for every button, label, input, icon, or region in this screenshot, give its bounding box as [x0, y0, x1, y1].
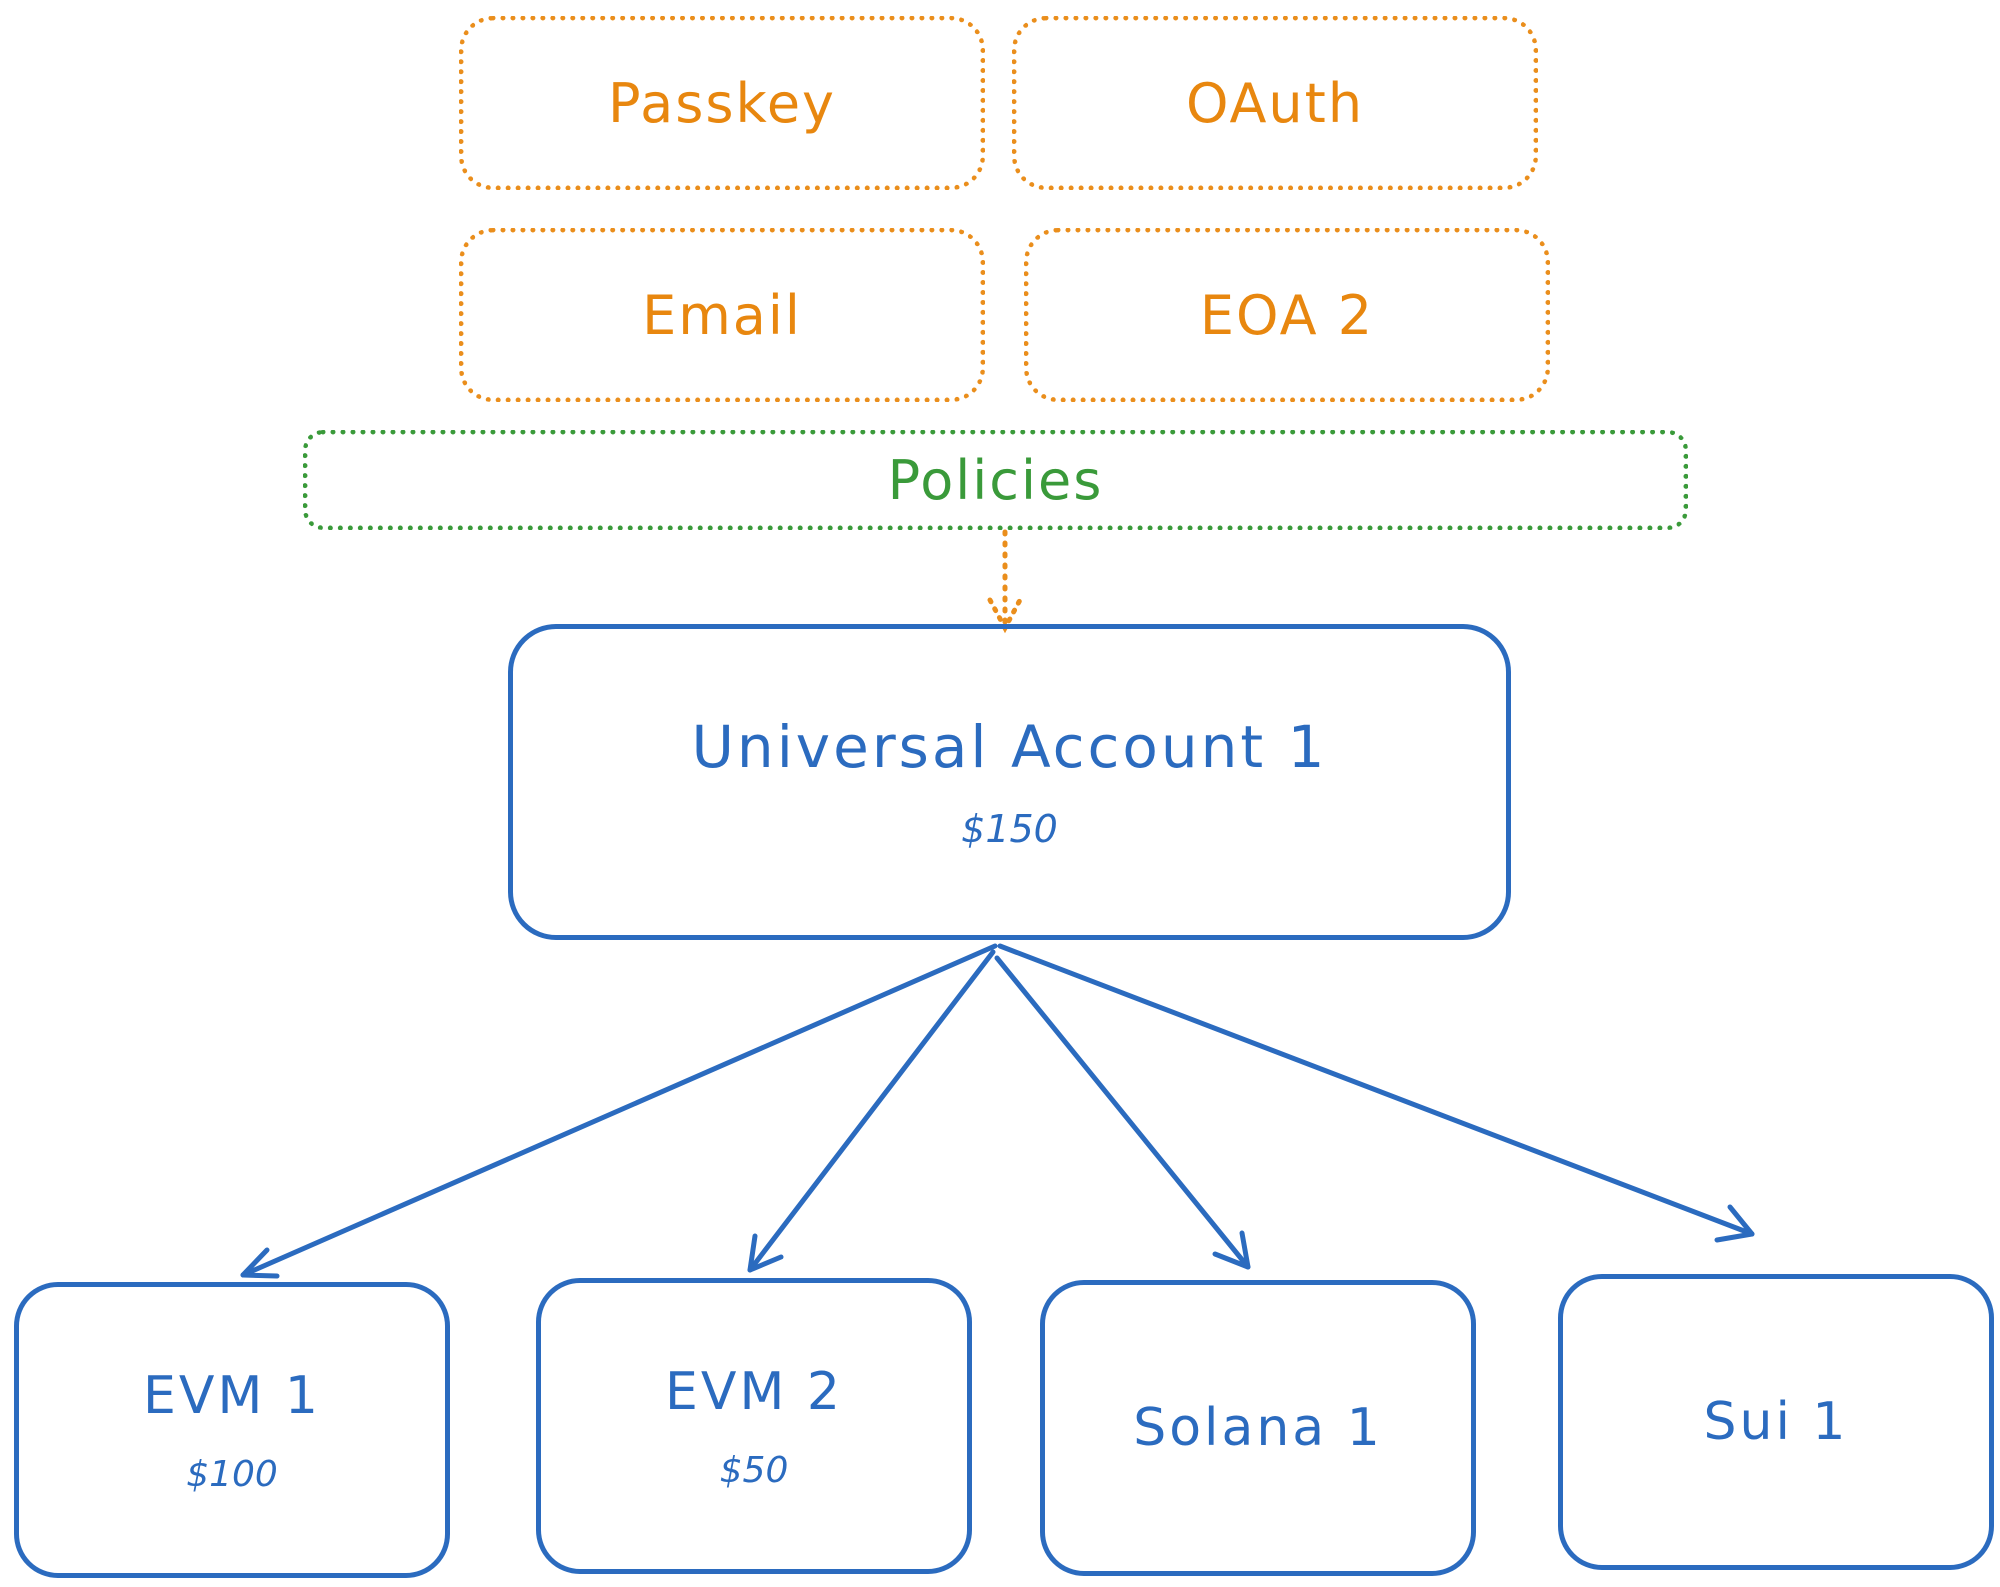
chain-account-balance: $50 [719, 1449, 789, 1491]
universal-account-balance: $150 [961, 807, 1058, 851]
chain-account-sui-1: Sui 1 [1558, 1274, 1994, 1570]
auth-method-label: Email [642, 283, 802, 347]
policies-label: Policies [887, 448, 1104, 512]
arrow-to-evm-2-head [747, 1233, 784, 1273]
auth-method-passkey: Passkey [459, 16, 985, 190]
auth-method-label: Passkey [607, 71, 837, 135]
chain-account-name: EVM 1 [143, 1365, 321, 1426]
chain-account-name: EVM 2 [665, 1361, 843, 1422]
universal-account-name: Universal Account 1 [691, 713, 1328, 781]
chain-account-name: Solana 1 [1133, 1398, 1383, 1458]
arrow-to-evm-1-head [240, 1247, 280, 1279]
arrow-to-solana-1 [994, 955, 1251, 1270]
policies-box: Policies [303, 430, 1688, 530]
auth-method-label: OAuth [1185, 71, 1365, 135]
auth-method-email: Email [459, 228, 985, 402]
auth-method-oauth: OAuth [1012, 16, 1538, 190]
chain-account-solana-1: Solana 1 [1040, 1280, 1476, 1576]
arrow-to-sui-1-head [1714, 1204, 1755, 1243]
arrow-to-sui-1 [997, 943, 1755, 1237]
chain-account-evm-2: EVM 2 $50 [536, 1278, 972, 1574]
arrow-to-evm-2 [747, 949, 996, 1273]
chain-account-balance: $100 [186, 1453, 278, 1495]
auth-method-eoa-2: EOA 2 [1024, 228, 1550, 402]
chain-account-name: Sui 1 [1703, 1392, 1849, 1452]
auth-method-label: EOA 2 [1199, 283, 1375, 347]
chain-account-evm-1: EVM 1 $100 [14, 1282, 450, 1578]
arrow-to-evm-1 [240, 943, 998, 1278]
arrow-to-solana-1-head [1212, 1230, 1251, 1270]
universal-account-box: Universal Account 1 $150 [508, 624, 1511, 940]
